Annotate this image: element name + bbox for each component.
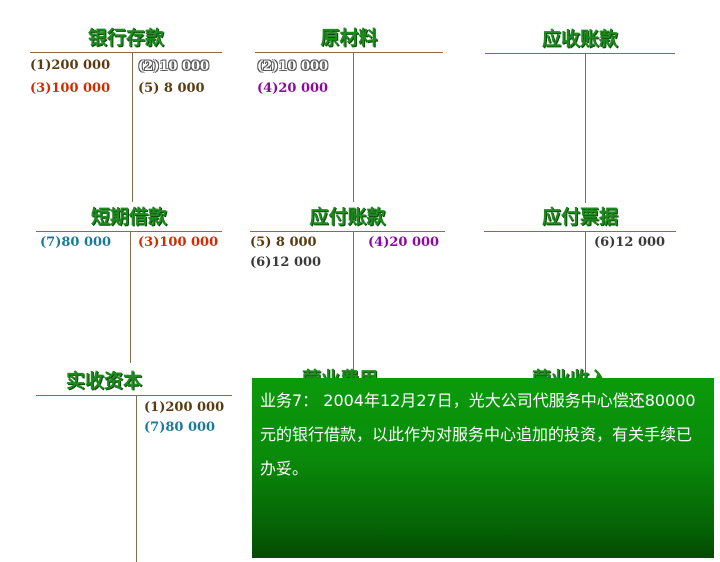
debit-entry: (5) 8 000 (250, 235, 317, 250)
t-account-vline (585, 231, 586, 378)
t-account-notes-payable: 应付票据 (6)12 000 (484, 203, 676, 378)
debit-entry: (4)20 000 (257, 81, 329, 96)
t-account-vline (130, 231, 131, 363)
transaction-note: 业务7： 2004年12月27日，光大公司代服务中心偿还80000元的银行借款，… (252, 378, 714, 558)
account-title: 原材料 (320, 27, 378, 49)
t-account-paid-in-capital: 实收资本 (1)200 000 (7)80 000 (36, 367, 232, 562)
t-account-vline (353, 231, 354, 378)
credit-entry: (2)10 000 (138, 59, 210, 74)
t-account-hline (255, 52, 443, 53)
t-account-bank-deposit: 银行存款 (1)200 000 (3)100 000 (2)10 000 (5)… (30, 24, 222, 202)
account-title: 实收资本 (65, 370, 142, 392)
debit-entry: (1)200 000 (30, 58, 111, 73)
t-account-hline (250, 231, 445, 232)
t-account-vline (585, 53, 586, 203)
debit-entry: (2)10 000 (257, 59, 329, 74)
account-title: 银行存款 (87, 27, 164, 49)
account-title: 应付票据 (541, 206, 618, 228)
debit-entry: (7)80 000 (40, 235, 112, 250)
account-title: 应收账款 (541, 28, 618, 50)
t-account-hline (485, 53, 675, 54)
note-text: 业务7： 2004年12月27日，光大公司代服务中心偿还80000元的银行借款，… (260, 391, 696, 478)
t-account-hline (484, 231, 676, 232)
debit-entry: (6)12 000 (250, 255, 322, 270)
t-account-vline (136, 395, 137, 562)
t-account-accounts-receivable: 应收账款 (485, 25, 675, 203)
t-account-hline (36, 231, 222, 232)
t-account-raw-materials: 原材料 (2)10 000 (4)20 000 (255, 24, 443, 202)
credit-entry: (3)100 000 (138, 235, 219, 250)
account-title: 短期借款 (90, 206, 167, 228)
credit-entry: (1)200 000 (144, 400, 225, 415)
t-account-short-term-loan: 短期借款 (7)80 000 (3)100 000 (36, 203, 222, 363)
credit-entry: (6)12 000 (594, 235, 666, 250)
credit-entry: (5) 8 000 (138, 81, 205, 96)
credit-entry: (7)80 000 (144, 420, 216, 435)
t-account-hline (30, 52, 222, 53)
account-title: 应付账款 (309, 206, 386, 228)
t-account-hline (36, 395, 232, 396)
credit-entry: (4)20 000 (368, 235, 440, 250)
t-account-accounts-payable: 应付账款 (5) 8 000 (6)12 000 (4)20 000 (250, 203, 445, 378)
t-account-vline (353, 52, 354, 202)
t-account-vline (132, 52, 133, 202)
debit-entry: (3)100 000 (30, 81, 111, 96)
